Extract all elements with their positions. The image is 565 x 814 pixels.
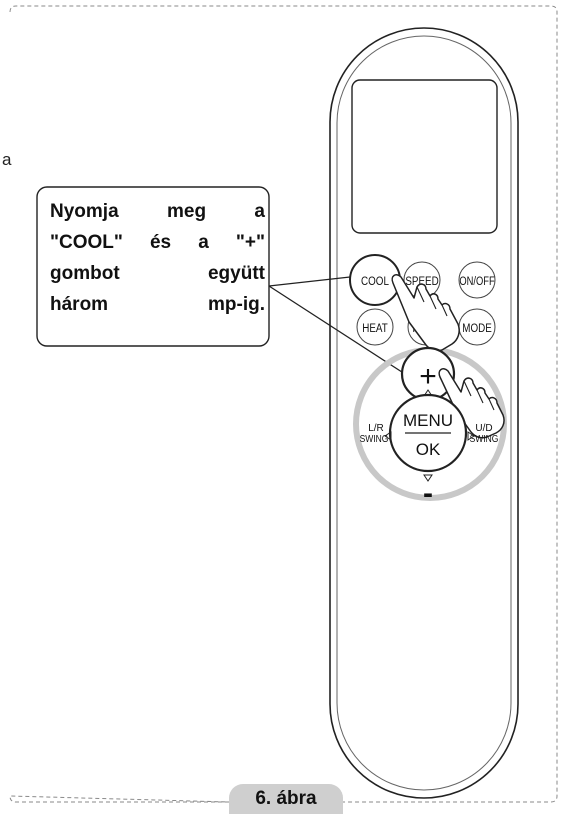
callout-pointer-line-top	[268, 276, 351, 287]
onoff-button[interactable]: ON/OFF	[458, 261, 496, 299]
lr-swing-button[interactable]: L/R SWING	[360, 423, 392, 444]
plus-button[interactable]: +	[400, 346, 456, 402]
lr-swing-label-top: L/R	[368, 423, 384, 434]
callout-line-3: gombot együtt	[50, 263, 265, 284]
heat-button-label: HEAT	[362, 322, 388, 335]
speed-button-label: SPEED	[405, 275, 438, 288]
menu-label: MENU	[403, 411, 453, 430]
callout-line-4: három mp-ig.	[50, 294, 265, 315]
dashed-frame	[9, 5, 558, 803]
minus-button-label: -	[423, 477, 433, 510]
speed-button[interactable]: SPEED	[403, 261, 441, 299]
minus-button[interactable]: -	[423, 474, 433, 510]
figure-caption: 6. ábra	[229, 784, 343, 814]
ud-swing-label-bottom: SWING	[470, 433, 499, 444]
lr-swing-label-bottom: SWING	[360, 433, 389, 444]
callout-text: Nyomja meg a "COOL" és a "+" gombot együ…	[50, 196, 265, 320]
plus-button-label: +	[419, 360, 437, 393]
stray-letter: a	[2, 150, 12, 169]
right-triangle-icon	[467, 431, 475, 441]
callout-box	[36, 186, 270, 347]
ok-label: OK	[416, 440, 441, 459]
onoff-button-label: ON/OFF	[459, 275, 495, 288]
heat-button[interactable]: HEAT	[356, 308, 394, 346]
cool-button-label: COOL	[361, 275, 389, 288]
mode-button-label: MODE	[462, 322, 492, 335]
remote-display-screen	[351, 79, 498, 234]
menu-ok-button[interactable]: MENU OK	[388, 393, 468, 473]
mode-button[interactable]: MODE	[458, 308, 496, 346]
ud-swing-label-top: U/D	[475, 423, 492, 434]
left-triangle-icon	[384, 431, 392, 441]
down-triangle-icon	[423, 474, 433, 482]
callout-line-1: Nyomja meg a	[50, 201, 265, 222]
callout-pointer-line-bottom	[268, 285, 406, 375]
remote-inner-body	[336, 35, 512, 791]
ud-swing-button[interactable]: U/D SWING	[467, 423, 499, 444]
callout-line-2: "COOL" és a "+"	[50, 232, 265, 253]
